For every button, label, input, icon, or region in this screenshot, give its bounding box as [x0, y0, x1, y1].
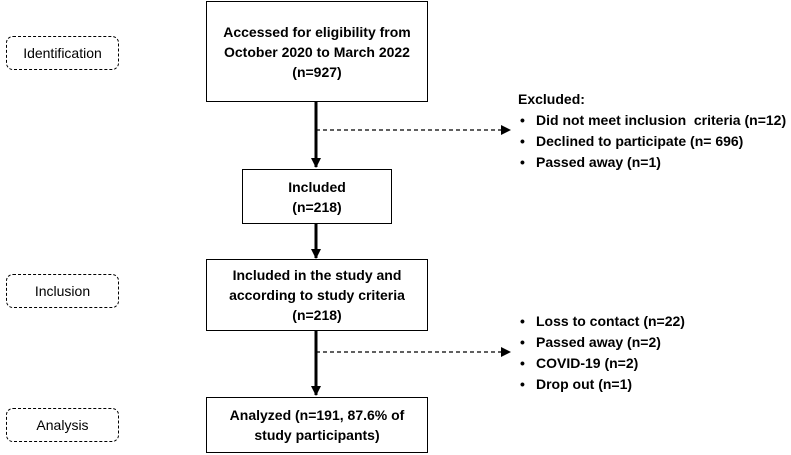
excluded-item-1: Did not meet inclusion criteria (n=12) — [518, 110, 788, 131]
stage-identification-label: Identification — [23, 45, 102, 61]
analyzed-box: Analyzed (n=191, 87.6% of study particip… — [206, 397, 428, 453]
assessed-line-2: October 2020 to March 2022 — [224, 43, 410, 60]
stage-inclusion: Inclusion — [6, 274, 119, 308]
excluded-item-2: Declined to participate (n= 696) — [518, 131, 788, 152]
assessed-box: Accessed for eligibility from October 20… — [206, 1, 428, 102]
assessed-line-3: (n=927) — [292, 63, 342, 80]
analyzed-line-1: Analyzed (n=191, 87.6% of — [229, 407, 405, 423]
excluded-first-list: Excluded: Did not meet inclusion criteri… — [518, 89, 788, 173]
loss-item-1: Loss to contact (n=22) — [518, 311, 788, 332]
stage-inclusion-label: Inclusion — [34, 283, 91, 299]
included-line-1: Included — [288, 178, 346, 195]
loss-item-4: Drop out (n=1) — [518, 374, 788, 395]
excluded-item-3: Passed away (n=1) — [518, 152, 788, 173]
stage-analysis-label: Analysis — [36, 417, 89, 433]
included-box: Included (n=218) — [242, 169, 392, 224]
included-study-line-1: Included in the study and — [232, 267, 402, 283]
excluded-title: Excluded: — [518, 91, 585, 107]
included-study-box: Included in the study and according to s… — [206, 259, 428, 331]
assessed-line-1: Accessed for eligibility from — [223, 23, 411, 40]
analyzed-line-2: study participants) — [254, 427, 380, 443]
included-line-2: (n=218) — [292, 198, 342, 215]
included-study-line-2: according to study criteria — [229, 287, 405, 303]
loss-item-2: Passed away (n=2) — [518, 332, 788, 353]
loss-item-3: COVID-19 (n=2) — [518, 353, 788, 374]
excluded-second-list: Loss to contact (n=22) Passed away (n=2)… — [518, 311, 788, 395]
stage-analysis: Analysis — [6, 408, 119, 442]
stage-identification: Identification — [6, 36, 119, 70]
included-study-line-3: (n=218) — [292, 307, 342, 323]
